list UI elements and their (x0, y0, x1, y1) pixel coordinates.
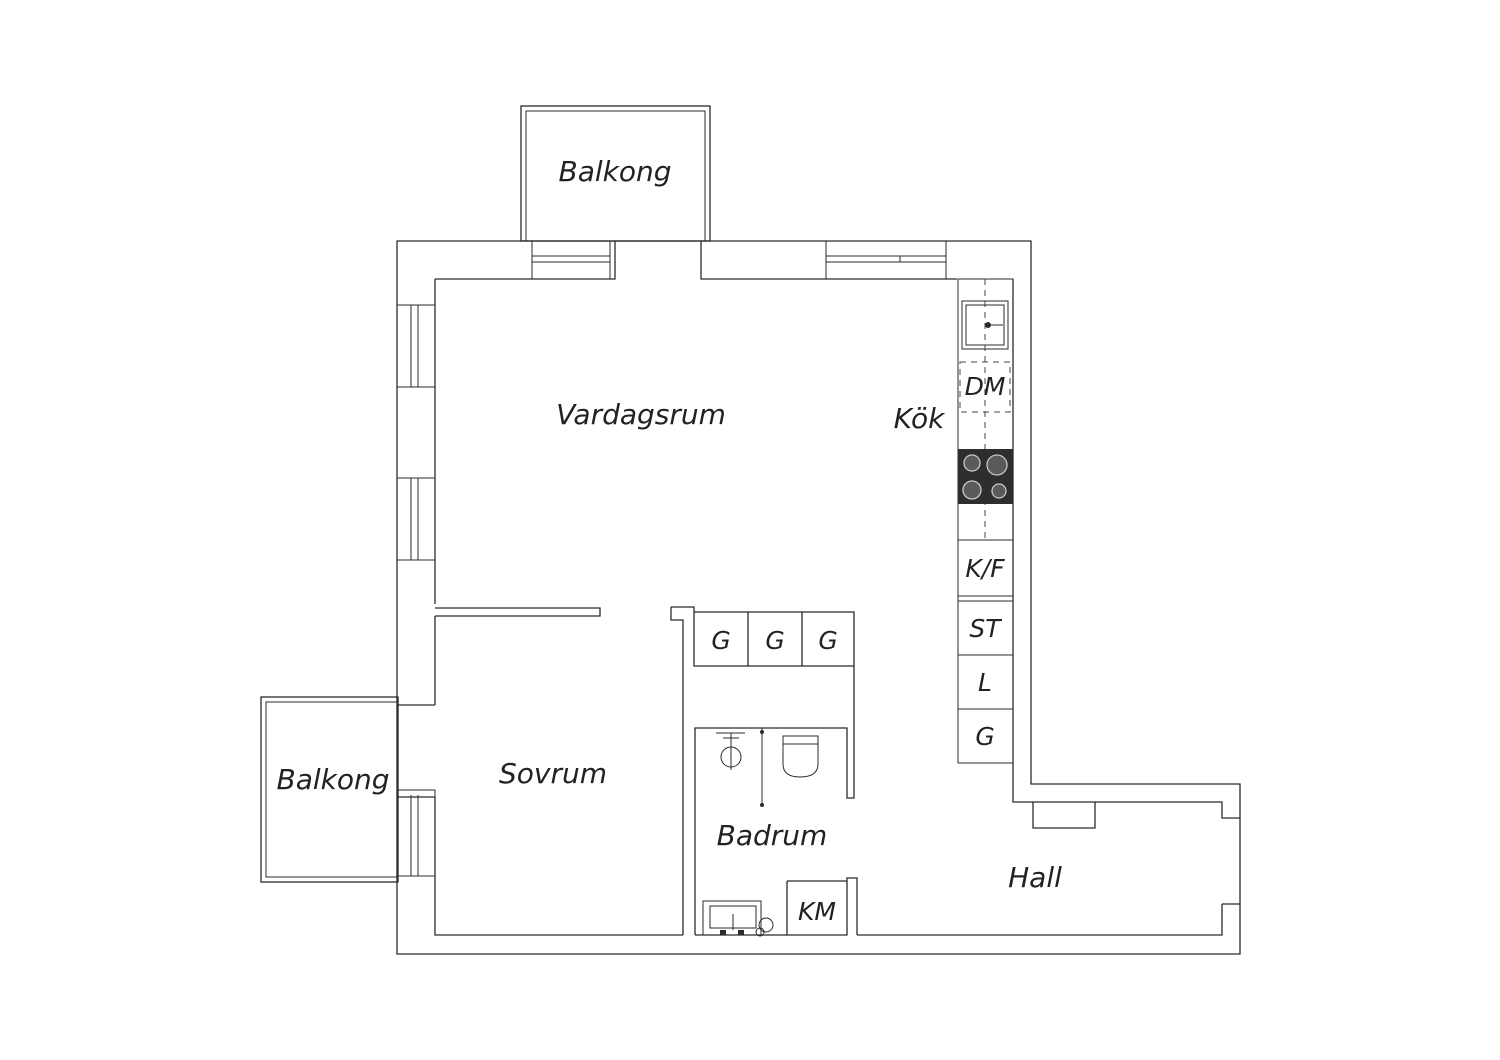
fixture-label-dm: DM (965, 372, 1006, 401)
stove-icon (958, 449, 1013, 504)
room-label-sovrum: Sovrum (499, 757, 607, 790)
fixture-label-g-wardrobe-2: G (765, 626, 784, 655)
sink-icon (961, 300, 1009, 350)
room-label-kok: Kök (894, 402, 946, 435)
toilet-icon (782, 735, 819, 778)
fixture-label-g-kitchen: G (975, 722, 994, 751)
fixture-label-g-wardrobe-1: G (711, 626, 730, 655)
room-label-badrum: Badrum (717, 819, 828, 852)
washbasin-icon (702, 900, 774, 937)
room-label-hall: Hall (1008, 861, 1062, 894)
fixture-label-st: ST (969, 614, 1002, 643)
interior-walls (435, 606, 1096, 936)
room-label-balkong-left: Balkong (276, 763, 389, 796)
room-label-vardagsrum: Vardagsrum (556, 398, 726, 431)
fixture-label-l: L (978, 668, 992, 697)
room-label-balkong-top: Balkong (558, 155, 671, 188)
kitchen-counter (957, 278, 1014, 764)
shower-icon (716, 728, 764, 807)
fixture-label-kf: K/F (965, 554, 1005, 583)
windows (396, 240, 947, 877)
fixture-label-km: KM (798, 897, 836, 926)
fixture-label-g-wardrobe-3: G (818, 626, 837, 655)
